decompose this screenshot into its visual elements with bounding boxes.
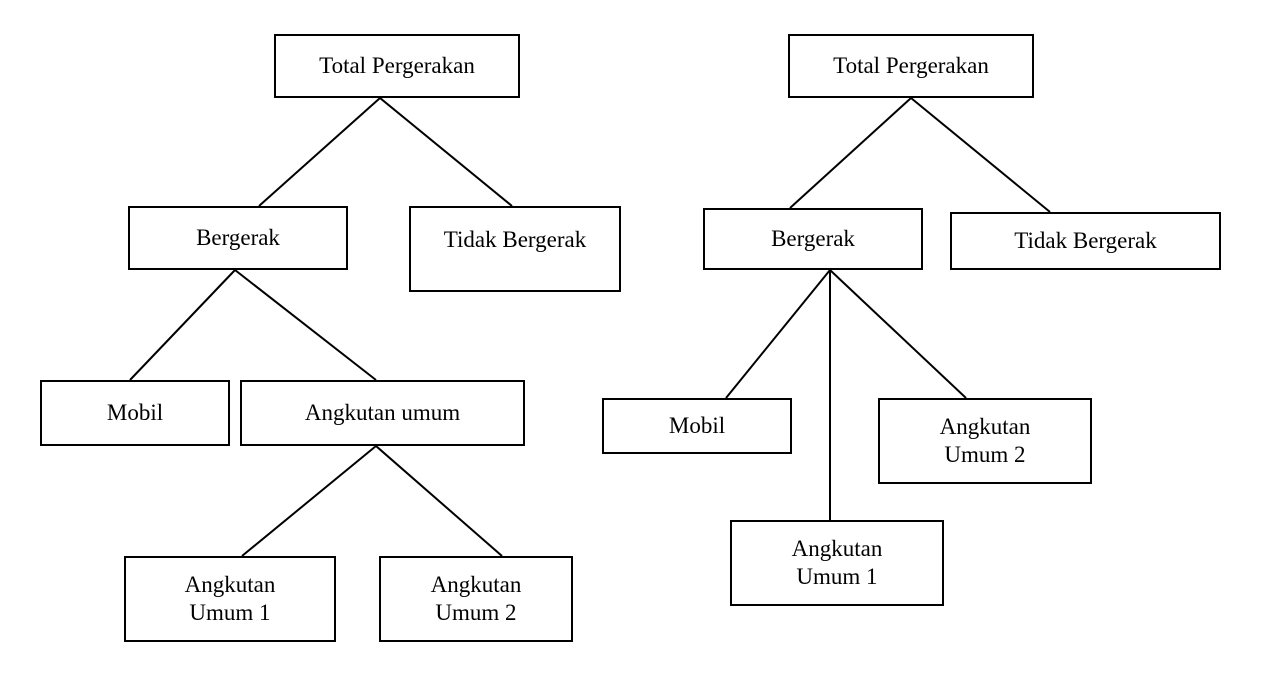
node-label-line-2: Umum 2 [944,442,1026,467]
node-label-line-1: Angkutan [430,572,522,597]
angkutan-umum-node-left: Angkutan umum [240,380,525,446]
edge-bergerak-to-mobil-left [129,269,236,381]
angkutan-umum-2-node-right: Angkutan Umum 2 [878,398,1092,484]
mobil-node-left: Mobil [40,380,230,446]
node-text: Angkutan Umum 1 [792,535,883,591]
tidak-bergerak-node-left: Tidak Bergerak [409,206,621,292]
node-label-line-1: Angkutan [184,572,276,597]
node-text: Angkutan Umum 1 [185,571,276,627]
total-pergerakan-node-right: Total Pergerakan [788,34,1034,98]
edge-angkutan-umum-to-umum2-left [375,445,503,557]
angkutan-umum-2-node-left: Angkutan Umum 2 [379,556,573,642]
edge-bergerak-to-mobil-right [725,269,831,399]
edge-root-to-bergerak-left [258,97,381,207]
node-label-line-2: Umum 2 [435,600,517,625]
edge-root-to-tidak-bergerak-right [910,97,1051,213]
node-label: Mobil [106,400,164,425]
node-text: Angkutan Umum 2 [940,413,1031,469]
edge-angkutan-umum-to-umum1-left [241,445,377,557]
tidak-bergerak-node-right: Tidak Bergerak [950,212,1221,270]
node-label: Tidak Bergerak [443,227,587,252]
node-label: Total Pergerakan [319,53,475,78]
node-label: Tidak Bergerak [1014,228,1157,253]
bergerak-node-right: Bergerak [703,208,923,270]
node-text: Angkutan Umum 2 [431,571,522,627]
total-pergerakan-node-left: Total Pergerakan [274,34,520,98]
edge-root-to-bergerak-right [789,97,912,209]
node-label: Bergerak [771,226,855,251]
node-label: Mobil [668,413,726,438]
bergerak-node-left: Bergerak [128,206,348,270]
node-label: Total Pergerakan [833,53,989,78]
node-label-line-2: Umum 1 [796,564,878,589]
edge-bergerak-to-umum2-right [829,269,967,399]
node-label-line-1: Angkutan [939,414,1031,439]
node-label-line-1: Angkutan [791,536,883,561]
mobil-node-right: Mobil [602,398,792,454]
node-label-line-2: Umum 1 [189,600,271,625]
angkutan-umum-1-node-right: Angkutan Umum 1 [730,520,944,606]
edge-bergerak-to-angkutan-umum-left [234,269,377,381]
node-label: Bergerak [196,225,280,250]
angkutan-umum-1-node-left: Angkutan Umum 1 [124,556,336,642]
edge-root-to-tidak-bergerak-left [379,97,513,207]
node-label: Angkutan umum [304,400,461,425]
